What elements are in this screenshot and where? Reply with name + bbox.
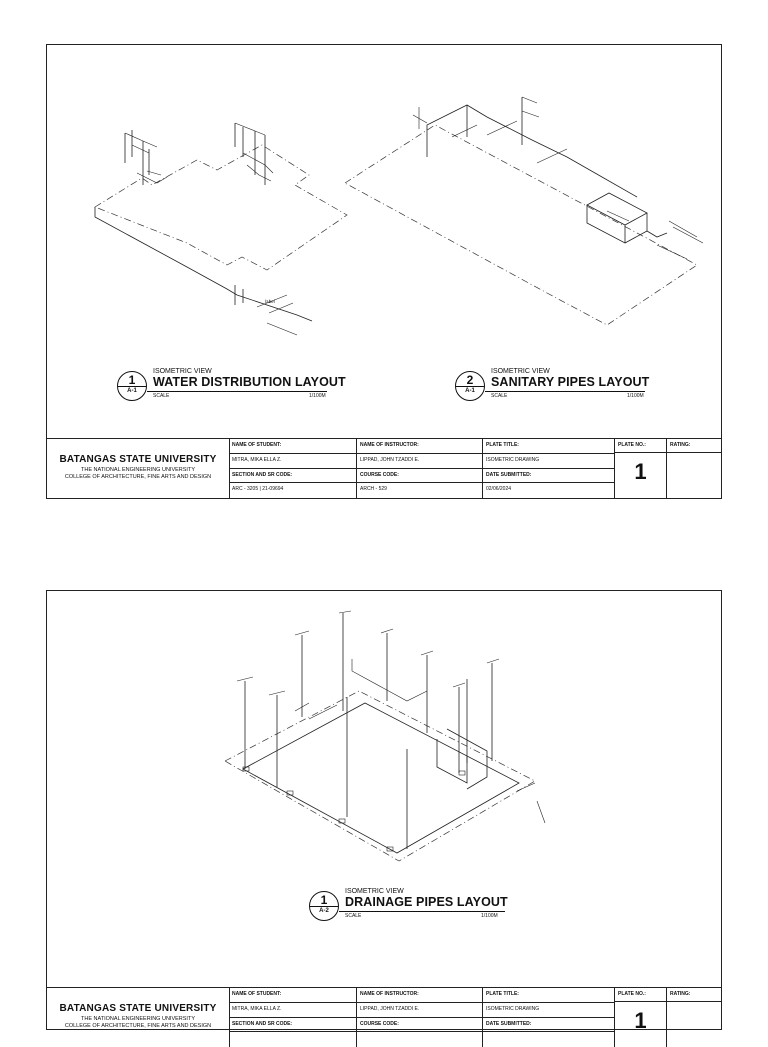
plate-title-column: PLATE TITLE: ISOMETRIC DRAWING DATE SUBM… <box>483 988 615 1047</box>
isometric-drawings <box>224 610 546 862</box>
plate-title-label: PLATE TITLE: <box>483 439 614 454</box>
plate-no-value: 1 <box>634 1008 647 1033</box>
course-value: ARCH - 529 <box>360 486 387 493</box>
instructor-value: LIPPAD, JOHN TZADDI E. <box>357 454 482 469</box>
student-column: NAME OF STUDENT: MITRA, MIKA ELLA Z. SEC… <box>229 439 357 498</box>
plate-no-label: PLATE NO.: <box>615 988 666 1002</box>
student-value: MITRA, MIKA ELLA Z. <box>229 1003 356 1018</box>
svg-text:label: label <box>265 299 275 304</box>
university-name: BATANGAS STATE UNIVERSITY <box>59 1003 217 1014</box>
student-value: MITRA, MIKA ELLA Z. <box>229 454 356 469</box>
drawing-area <box>47 591 721 986</box>
university-tagline: THE NATIONAL ENGINEERING UNIVERSITY <box>81 1016 195 1022</box>
section-value <box>229 1032 356 1047</box>
view-title-sanitary-pipes: 2 A-1 ISOMETRIC VIEW SANITARY PIPES LAYO… <box>455 368 695 401</box>
isometric-drawings: label <box>94 96 704 336</box>
date-value: 02/06/2024 <box>486 486 512 493</box>
instructor-column: NAME OF INSTRUCTOR: LIPPAD, JOHN TZADDI … <box>357 439 483 498</box>
instructor-value: LIPPAD, JOHN TZADDI E. <box>357 1003 482 1018</box>
plate-title-value: ISOMETRIC DRAWING <box>483 1003 614 1018</box>
plate-number-cell: PLATE NO.: 1 <box>615 988 667 1047</box>
view-kind: ISOMETRIC VIEW <box>153 368 212 375</box>
plate-no-label: PLATE NO.: <box>615 439 666 453</box>
title-rule <box>339 911 505 912</box>
student-column: NAME OF STUDENT: MITRA, MIKA ELLA Z. SEC… <box>229 988 357 1047</box>
rating-cell: RATING: <box>667 439 721 498</box>
date-value <box>483 1032 614 1047</box>
title-rule <box>147 391 327 392</box>
view-sheet-ref: A-1 <box>465 388 475 394</box>
student-label: NAME OF STUDENT: <box>229 439 356 454</box>
drawing-sheet-1: label 1 A-1 ISOMETRIC VIEW WATER DISTRIB… <box>46 44 722 499</box>
university-tagline: THE NATIONAL ENGINEERING UNIVERSITY <box>81 467 195 473</box>
plate-title-value: ISOMETRIC DRAWING <box>483 454 614 469</box>
university-name: BATANGAS STATE UNIVERSITY <box>59 454 217 465</box>
view-number-bubble <box>117 371 147 401</box>
scale-value: 1/100M <box>481 913 498 919</box>
plate-no-value: 1 <box>634 459 647 484</box>
view-number-bubble <box>455 371 485 401</box>
section-value: ARC - 3205 | 21-09694 <box>232 486 284 493</box>
university-block: BATANGAS STATE UNIVERSITY THE NATIONAL E… <box>47 439 230 498</box>
plate-number-cell: PLATE NO.: 1 <box>615 439 667 498</box>
instructor-column: NAME OF INSTRUCTOR: LIPPAD, JOHN TZADDI … <box>357 988 483 1047</box>
drawing-area: label <box>47 45 721 440</box>
section-label: SECTION AND SR CODE: <box>229 1018 356 1033</box>
instructor-label: NAME OF INSTRUCTOR: <box>357 439 482 454</box>
title-block: BATANGAS STATE UNIVERSITY THE NATIONAL E… <box>47 987 721 1047</box>
view-name: WATER DISTRIBUTION LAYOUT <box>153 375 346 389</box>
view-sheet-ref: A-2 <box>319 908 329 914</box>
scale-label: SCALE <box>345 913 362 919</box>
view-title-drainage-pipes: 1 A-2 ISOMETRIC VIEW DRAINAGE PIPES LAYO… <box>309 888 509 921</box>
rating-cell: RATING: <box>667 988 721 1047</box>
plate-title-label: PLATE TITLE: <box>483 988 614 1003</box>
course-label: COURSE CODE: <box>357 1018 482 1033</box>
view-title-water-distribution: 1 A-1 ISOMETRIC VIEW WATER DISTRIBUTION … <box>117 368 346 401</box>
view-number: 1 <box>128 373 136 387</box>
rating-label: RATING: <box>667 439 721 453</box>
view-name: SANITARY PIPES LAYOUT <box>491 375 650 389</box>
plate-title-column: PLATE TITLE: ISOMETRIC DRAWING DATE SUBM… <box>483 439 615 498</box>
scale-label: SCALE <box>491 393 508 399</box>
section-label: SECTION AND SR CODE: <box>229 469 356 484</box>
drawing-sheet-2: 1 A-2 ISOMETRIC VIEW DRAINAGE PIPES LAYO… <box>46 590 722 1047</box>
course-label: COURSE CODE: <box>357 469 482 484</box>
title-block: BATANGAS STATE UNIVERSITY THE NATIONAL E… <box>47 438 721 498</box>
university-block: BATANGAS STATE UNIVERSITY THE NATIONAL E… <box>47 988 230 1047</box>
view-name: DRAINAGE PIPES LAYOUT <box>345 895 508 909</box>
title-rule <box>485 391 645 392</box>
date-label: DATE SUBMITTED: <box>483 1018 614 1033</box>
college-name: COLLEGE OF ARCHITECTURE, FINE ARTS AND D… <box>64 474 212 480</box>
student-label: NAME OF STUDENT: <box>229 988 356 1003</box>
instructor-label: NAME OF INSTRUCTOR: <box>357 988 482 1003</box>
view-kind: ISOMETRIC VIEW <box>491 368 550 375</box>
scale-value: 1/100M <box>309 393 326 399</box>
course-value <box>357 1032 482 1047</box>
view-number: 2 <box>466 373 474 387</box>
view-number: 1 <box>320 893 328 907</box>
rating-label: RATING: <box>667 988 721 1002</box>
view-kind: ISOMETRIC VIEW <box>345 888 404 895</box>
view-number-bubble <box>309 891 339 921</box>
scale-label: SCALE <box>153 393 170 399</box>
view-sheet-ref: A-1 <box>127 388 137 394</box>
scale-value: 1/100M <box>627 393 644 399</box>
date-label: DATE SUBMITTED: <box>483 469 614 484</box>
